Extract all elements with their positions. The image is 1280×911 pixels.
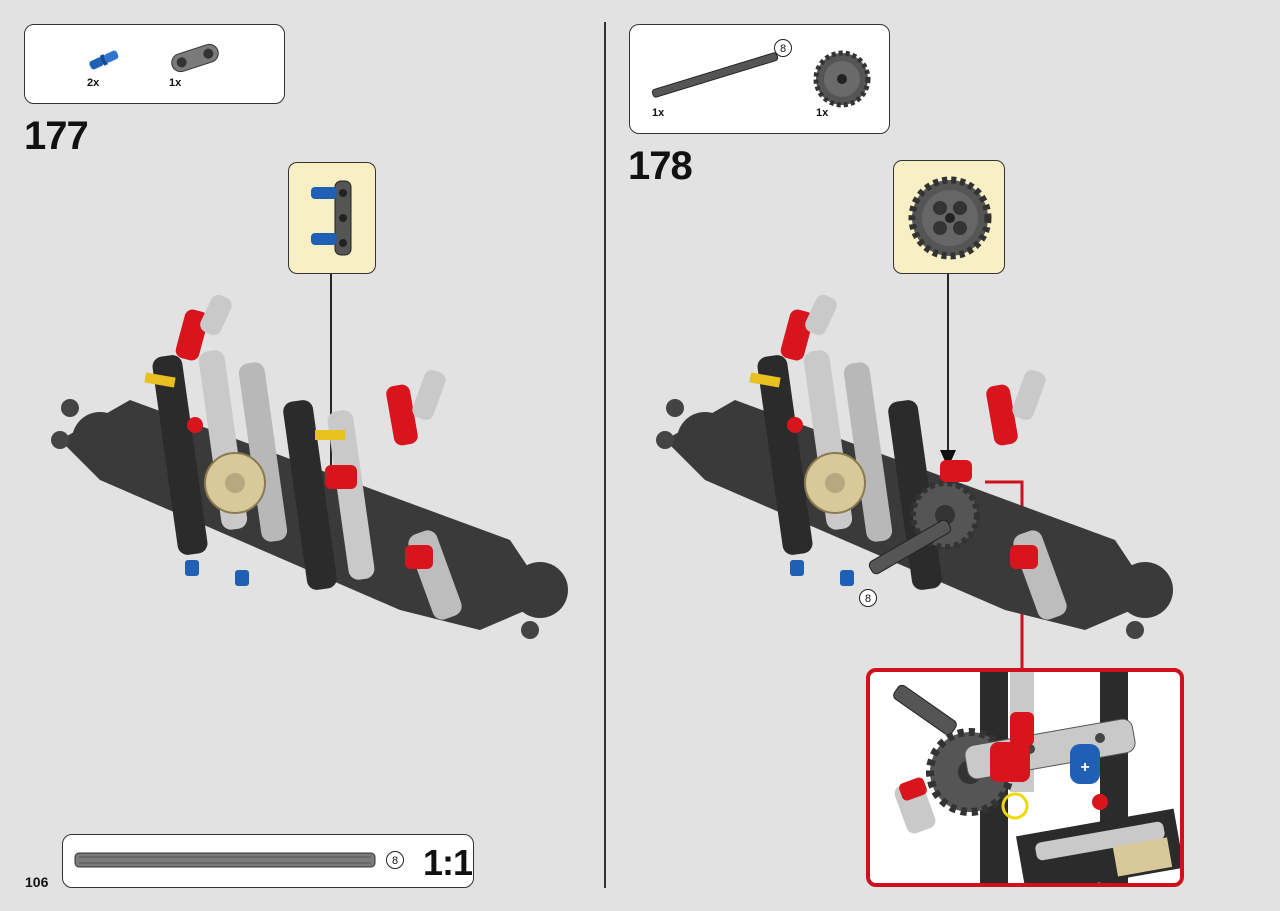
scale-ruler-box: 8 1:1 xyxy=(62,834,474,888)
axle-length-label: 8 xyxy=(774,39,792,57)
gray-axle-icon xyxy=(651,52,779,98)
pin-connector-subassembly-icon xyxy=(311,180,352,256)
gear-subassembly-icon xyxy=(908,176,992,260)
model-assembly-178 xyxy=(656,294,1173,639)
scale-label: 1:1 xyxy=(423,842,473,883)
axle-length-label: 8 xyxy=(859,589,877,607)
axle-ruler-icon xyxy=(74,852,376,868)
detail-closeup-panel: + xyxy=(866,668,1184,887)
sub-assembly-callout xyxy=(288,162,376,274)
sub-assembly-callout xyxy=(893,160,1005,274)
parts-list-box: 8 1x 1x xyxy=(629,24,890,134)
gray-gear-icon xyxy=(813,50,871,108)
part-qty: 2x xyxy=(87,77,100,89)
parts-list-box: 2x 1x xyxy=(24,24,285,104)
page-divider xyxy=(604,22,606,888)
step-number: 177 xyxy=(24,114,89,158)
step-number: 178 xyxy=(628,144,693,188)
axle-length-label: 8 xyxy=(386,851,404,869)
closeup-model: + xyxy=(893,672,1180,883)
part-qty: 1x xyxy=(652,107,665,119)
gray-pin-connector-icon xyxy=(171,43,219,73)
part-qty: 1x xyxy=(816,107,829,119)
part-qty: 1x xyxy=(169,77,182,89)
blue-friction-pin-icon xyxy=(89,50,119,70)
svg-text:+: + xyxy=(1080,759,1089,776)
page-number: 106 xyxy=(25,874,49,890)
model-assembly-177 xyxy=(51,294,568,639)
